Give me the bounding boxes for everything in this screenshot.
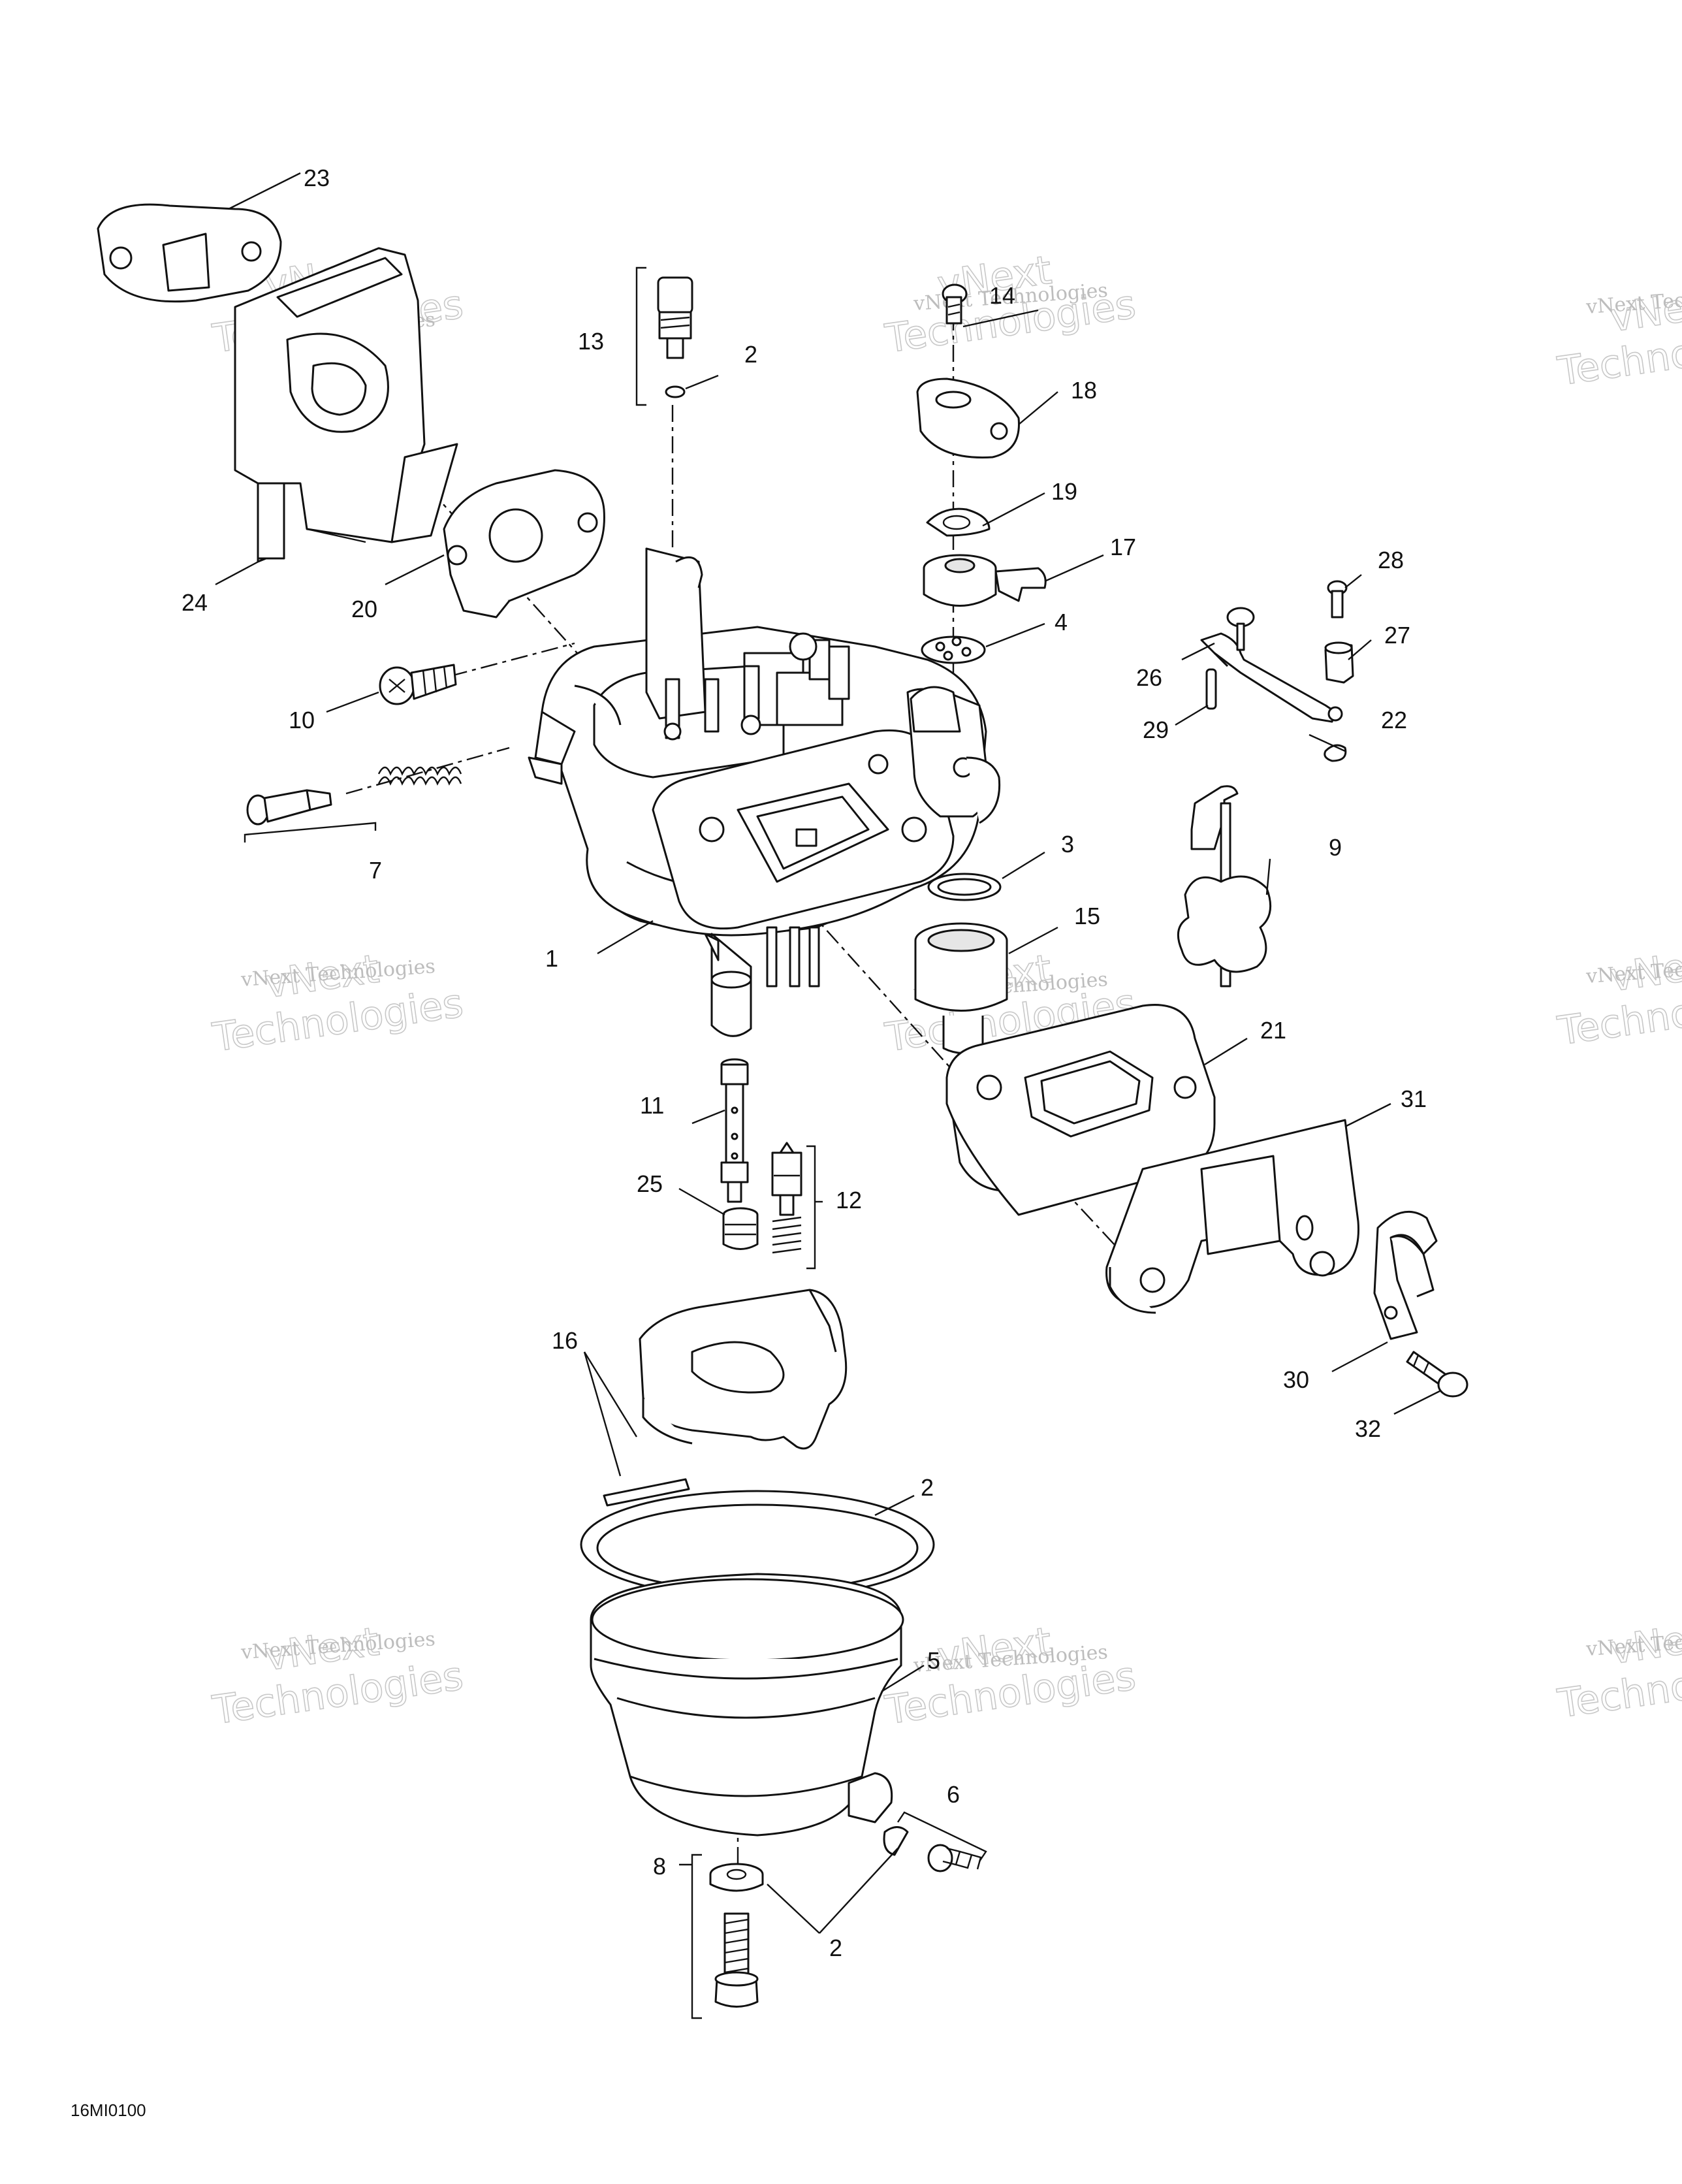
idle-screw-axis-line [345,747,510,795]
bolt-32 [1406,1351,1468,1398]
callout-13: 13 [578,328,604,355]
callout-24: 24 [182,589,208,616]
callout-9: 9 [1329,834,1342,861]
screw-10 [379,664,457,705]
callout-10: 10 [289,707,315,733]
callout-21: 21 [1260,1017,1286,1044]
needle-valve-12 [771,1142,816,1270]
main-jet-11 [720,1058,749,1203]
callout-7: 7 [369,857,382,884]
leader-lines [215,172,1440,1934]
callout-14: 14 [989,282,1015,309]
watermark: vNext Technologies [1554,280,1682,395]
float-bowl-5 [590,1573,904,1837]
callout-2: 2 [744,341,757,368]
bracket-7 [244,822,377,843]
bracket-6 [897,1811,987,1862]
throttle-lever-26 [1200,607,1343,723]
callout-12: 12 [836,1187,862,1213]
callout-11: 11 [640,1092,664,1119]
float-16 [639,1289,848,1450]
screw-axis-line [450,642,575,677]
callout-20: 20 [351,596,377,622]
callout-31: 31 [1401,1085,1427,1112]
gasket-20 [443,469,605,618]
watermark: vNext Technologies [1554,1612,1682,1727]
clip-22 [1324,744,1347,762]
callout-6: 6 [947,1781,960,1808]
ring-19 [926,507,991,537]
callout-23: 23 [304,165,330,191]
callout-2: 2 [921,1474,934,1501]
choke-plate-18 [916,377,1020,458]
callouts: 23 24 20 10 7 1 13 2 14 18 19 17 4 3 15 … [182,165,1427,1961]
callout-28: 28 [1378,547,1404,573]
callout-1: 1 [545,945,558,972]
callout-17: 17 [1110,534,1136,560]
callout-2: 2 [829,1935,842,1961]
bracket-31 [1105,1119,1359,1314]
pin-29 [1205,668,1217,710]
insulator-21 [945,1004,1216,1216]
float-9 [1177,785,1272,988]
seal-4 [921,635,986,664]
callout-8: 8 [653,1853,666,1880]
bowl-bolt-8 [691,1854,764,2019]
callout-18: 18 [1071,377,1097,404]
choke-screw-14 [942,283,968,325]
drain-screw-6 [883,1811,987,1872]
carburetor-body-1 [528,547,1001,1037]
air-screw-13 [657,276,693,398]
diagram-code: 16MI0100 [71,2100,146,2120]
callout-4: 4 [1055,609,1068,635]
watermark: vNext Technologies [209,946,466,1061]
callout-15: 15 [1074,903,1100,929]
callout-19: 19 [1051,478,1077,505]
nut-27 [1324,641,1354,684]
gasket-23 [97,203,282,303]
callout-26: 26 [1136,664,1162,691]
bracket-12 [806,1145,816,1270]
callout-16: 16 [552,1327,578,1354]
callout-32: 32 [1355,1415,1381,1442]
jet-25 [722,1207,759,1250]
callout-5: 5 [927,1647,940,1674]
bracket-13 [635,266,646,406]
callout-27: 27 [1384,622,1410,649]
o-ring-3 [927,873,1002,901]
callout-29: 29 [1143,716,1169,743]
choke-knob-17 [923,554,1047,607]
idle-screw-7 [244,766,462,843]
callout-3: 3 [1061,831,1074,858]
bracket-8 [691,1854,702,2019]
float-cup-15 [914,922,1008,1054]
callout-25: 25 [637,1170,663,1197]
bracket-24 [234,247,458,563]
watermark: vNext Technologies [1554,939,1682,1055]
screw-28 [1327,580,1348,618]
float-pin-16 [603,1478,690,1507]
callout-22: 22 [1381,707,1407,733]
clip-30 [1373,1210,1438,1340]
watermark: vNext Technologies [209,1618,466,1734]
callout-30: 30 [1283,1366,1309,1393]
